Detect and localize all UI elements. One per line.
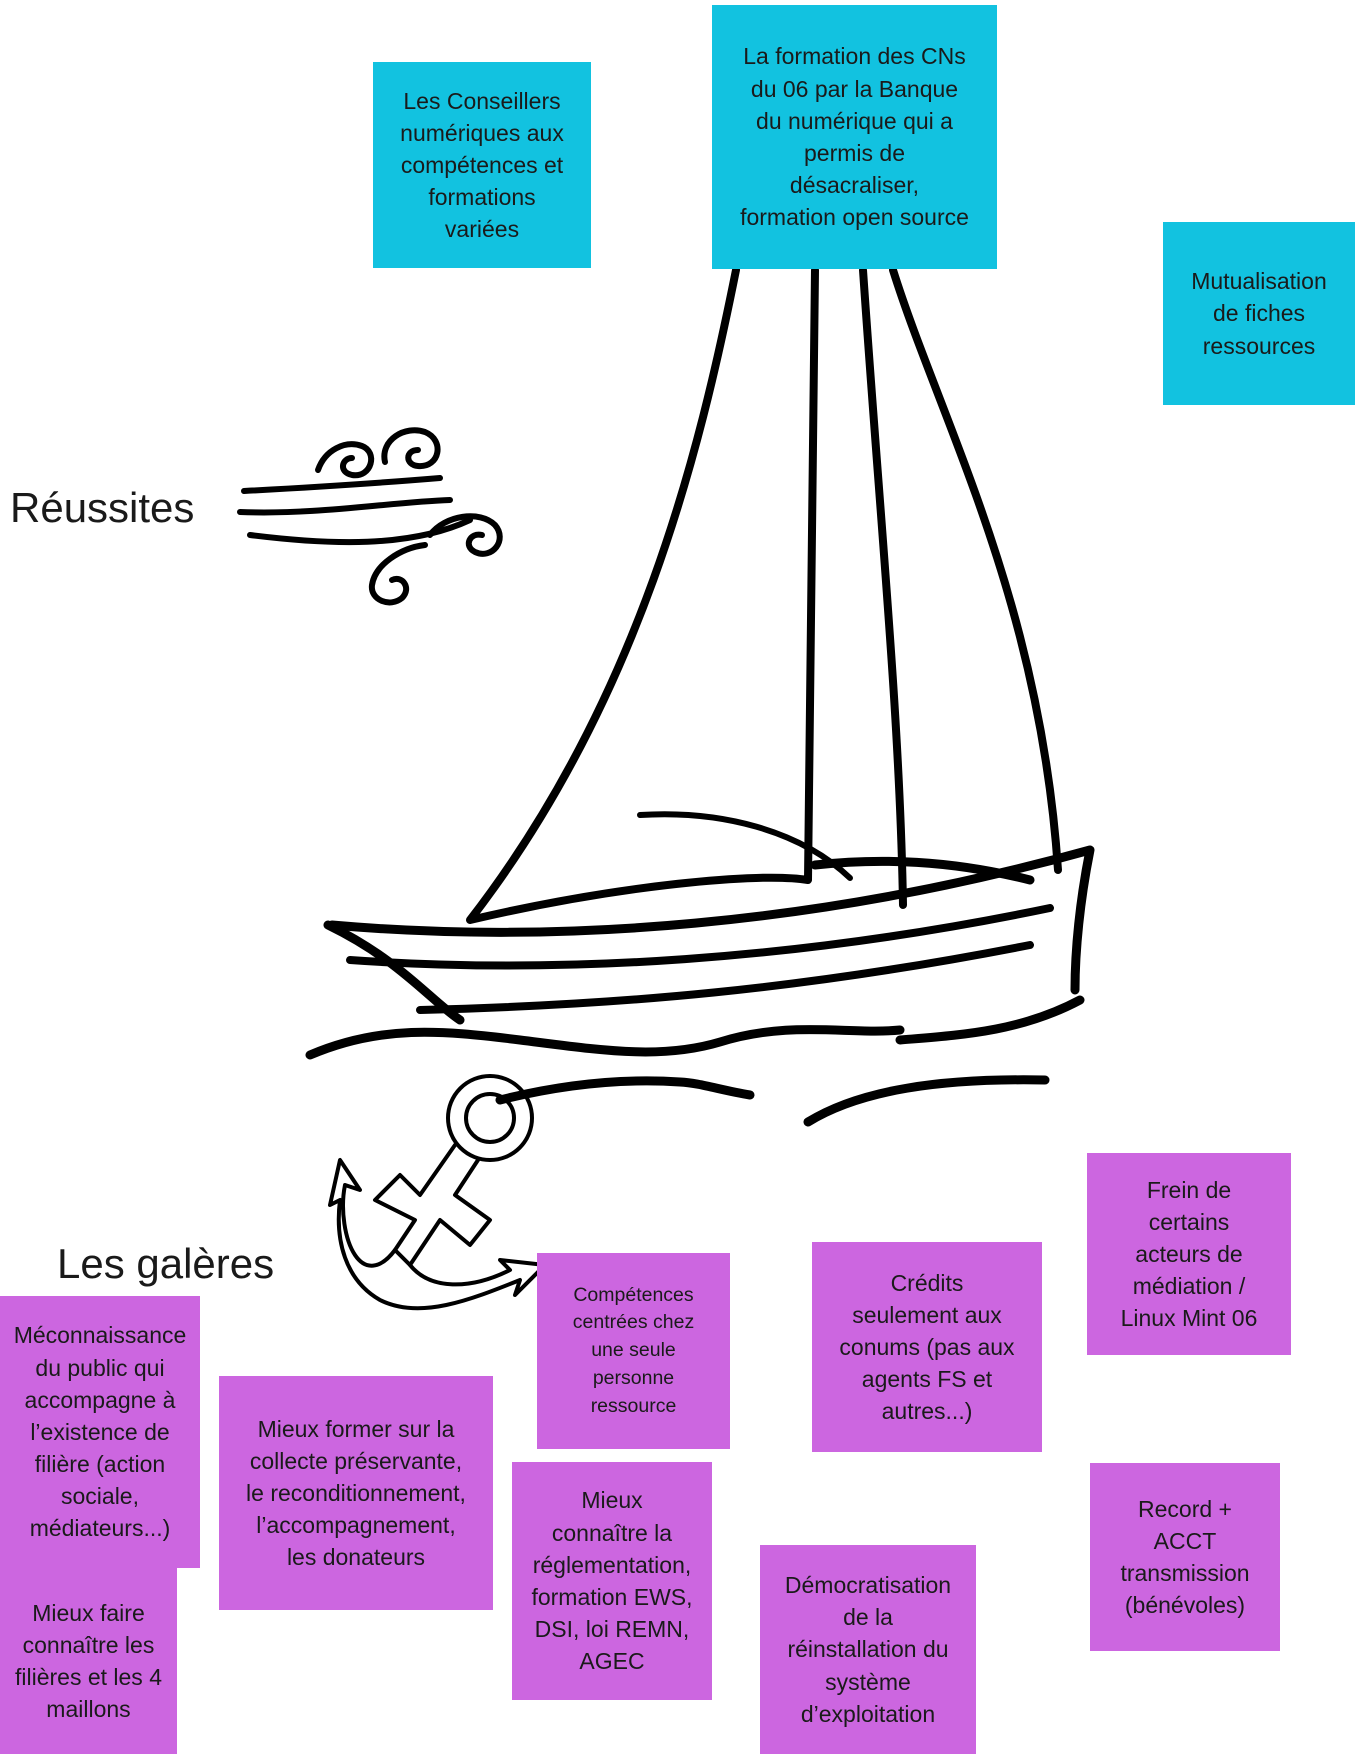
struggles-label: Les galères <box>57 1240 275 1287</box>
struggle-note-reglementation[interactable]: Mieux connaître la réglementation, forma… <box>512 1462 712 1700</box>
struggle-note-record[interactable]: Record + ACCT transmission (bénévoles) <box>1090 1463 1280 1651</box>
struggle-note-credits[interactable]: Crédits seulement aux conums (pas aux ag… <box>812 1242 1042 1452</box>
success-note-mutualisation[interactable]: Mutualisation de fiches ressources <box>1163 222 1355 405</box>
struggle-note-democratisation[interactable]: Démocratisation de la réinstallation du … <box>760 1545 976 1754</box>
success-note-formation-cns[interactable]: La formation des CNs du 06 par la Banque… <box>712 5 997 269</box>
wind-icon <box>237 427 503 606</box>
struggle-note-meconnaissance[interactable]: Méconnaissance du public qui accompagne … <box>0 1296 200 1568</box>
struggle-note-filieres[interactable]: Mieux faire connaître les filières et le… <box>0 1568 177 1754</box>
struggle-note-frein[interactable]: Frein de certains acteurs de médiation /… <box>1087 1153 1291 1355</box>
waves-icon <box>305 995 1085 1127</box>
sailboat-icon <box>323 266 1095 1025</box>
success-note-conseillers[interactable]: Les Conseillers numériques aux compétenc… <box>373 62 591 268</box>
struggle-note-mieux-former[interactable]: Mieux former sur la collecte préservante… <box>219 1376 493 1610</box>
struggle-note-competences[interactable]: Compétences centrées chez une seule pers… <box>537 1253 730 1449</box>
anchor-icon <box>328 1074 547 1311</box>
successes-label: Réussites <box>10 484 195 531</box>
